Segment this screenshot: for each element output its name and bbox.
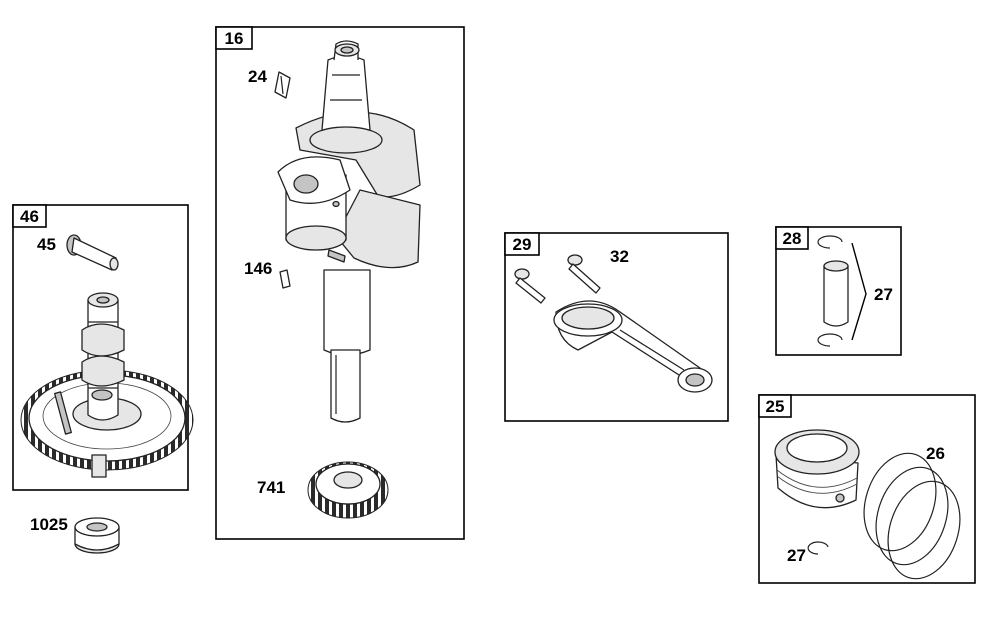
key-part-24[interactable] xyxy=(274,71,291,99)
retaining-ring-bottom[interactable] xyxy=(817,333,843,347)
callout-26: 26 xyxy=(926,444,945,463)
piston-part[interactable] xyxy=(774,429,860,509)
retaining-ring-part[interactable] xyxy=(807,541,829,555)
panel-46[interactable]: 46 45 xyxy=(12,204,194,554)
callout-1025: 1025 xyxy=(30,515,68,534)
callout-27-pin: 27 xyxy=(874,285,893,304)
rod-bolt-2[interactable] xyxy=(567,254,601,294)
panel-16-number: 16 xyxy=(225,29,244,48)
bushing-part[interactable] xyxy=(74,517,120,554)
tappet-part[interactable] xyxy=(66,234,119,271)
piston-rings-part[interactable] xyxy=(852,444,972,588)
cam-gear-part[interactable] xyxy=(20,369,194,478)
panel-25[interactable]: 25 26 27 xyxy=(758,394,976,588)
retaining-ring-top[interactable] xyxy=(817,235,843,249)
crank-gear-part[interactable] xyxy=(307,461,389,519)
panel-46-number: 46 xyxy=(20,207,39,226)
callout-32: 32 xyxy=(610,247,629,266)
callout-146: 146 xyxy=(244,259,272,278)
panel-29-number: 29 xyxy=(513,235,532,254)
rod-bolt-1[interactable] xyxy=(514,268,546,304)
callout-24: 24 xyxy=(248,67,267,86)
callout-27-piston: 27 xyxy=(787,546,806,565)
key-part-146[interactable] xyxy=(279,269,291,289)
piston-pin-part[interactable] xyxy=(823,260,849,327)
camshaft-part[interactable] xyxy=(81,292,125,421)
callout-741: 741 xyxy=(257,478,285,497)
crankshaft-part[interactable] xyxy=(277,40,421,423)
connecting-rod-part[interactable] xyxy=(553,300,713,393)
panel-16[interactable]: 16 24 146 xyxy=(215,26,465,540)
panel-29[interactable]: 29 32 xyxy=(504,232,729,422)
panel-28-number: 28 xyxy=(783,229,802,248)
callout-45: 45 xyxy=(37,235,56,254)
panel-28[interactable]: 28 27 xyxy=(775,226,902,356)
panel-25-number: 25 xyxy=(766,397,785,416)
